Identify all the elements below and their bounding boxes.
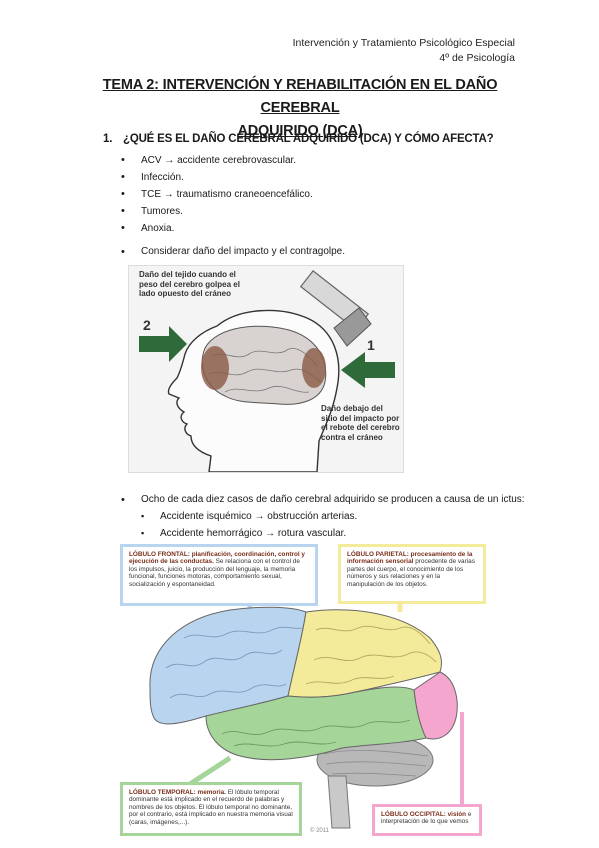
occipital-callout: LÓBULO OCCIPITAL: visión e interpretació… [372, 804, 482, 836]
course-name: Intervención y Tratamiento Psicológico E… [292, 37, 515, 49]
temporal-callout: LÓBULO TEMPORAL: memoria. El lóbulo temp… [120, 782, 302, 836]
list-item: Accidente isquémico → obstrucción arteri… [141, 508, 357, 525]
coup-label: Daño debajo del sitio del impacto por el… [321, 404, 400, 442]
contrecoup-label: Daño del tejido cuando el peso del cereb… [139, 270, 240, 299]
page-header: Intervención y Tratamiento Psicológico E… [293, 36, 515, 65]
arrow-1-icon [341, 352, 395, 388]
coup-damage [302, 348, 326, 388]
section-number: 1. [103, 133, 113, 145]
parietal-callout: LÓBULO PARIETAL: procesamiento de la inf… [338, 544, 486, 604]
brain-shape [201, 325, 327, 405]
parietal-lobe [287, 609, 443, 698]
brain-lobes-figure: LÓBULO FRONTAL: planificación, coordinac… [110, 538, 492, 840]
head-illustration: 2 1 [129, 266, 403, 472]
list-item: TCE → traumatismo craneoencefálico. [121, 186, 313, 203]
list-item: Infección. [121, 169, 313, 186]
list-item: Tumores. [121, 203, 313, 220]
title-line-1: TEMA 2: INTERVENCIÓN Y REHABILITACIÓN EN… [102, 77, 498, 116]
list-item: Anoxia. [121, 220, 313, 237]
title-line-2: ADQUIRIDO (DCA) [237, 123, 363, 139]
temporal-lobe [205, 686, 427, 761]
arrow-2-icon [139, 326, 187, 362]
list-item: Accidente hemorrágico → rotura vascular. [141, 525, 357, 542]
ictus-list: Accidente isquémico → obstrucción arteri… [141, 508, 357, 542]
svg-text:2: 2 [143, 317, 151, 333]
section-heading: 1. ¿QUÉ ES EL DAÑO CEREBRAL ADQUIRIDO (DC… [103, 133, 494, 145]
program-name: 4º de Psicología [439, 51, 515, 64]
contrecoup-damage [201, 346, 229, 390]
ictus-bullet: Ocho de cada diez casos de daño cerebral… [121, 494, 525, 506]
brain-lobes-illustration [149, 598, 464, 829]
svg-text:1: 1 [367, 337, 375, 353]
page-title: TEMA 2: INTERVENCIÓN Y REHABILITACIÓN EN… [70, 74, 530, 143]
list-item: ACV → accidente cerebrovascular. [121, 152, 313, 169]
frontal-callout: LÓBULO FRONTAL: planificación, coordinac… [120, 544, 318, 606]
copyright-text: © 2011 [310, 828, 329, 834]
section-title: ¿QUÉ ES EL DAÑO CEREBRAL ADQUIRIDO (DCA)… [123, 133, 494, 145]
causes-list: ACV → accidente cerebrovascular. Infecci… [121, 152, 313, 237]
impact-bullet: Considerar daño del impacto y el contrag… [121, 246, 345, 258]
hammer-icon [299, 270, 372, 347]
coup-contrecoup-figure: 2 1 Daño del tejido cuando el peso del c… [128, 265, 404, 473]
